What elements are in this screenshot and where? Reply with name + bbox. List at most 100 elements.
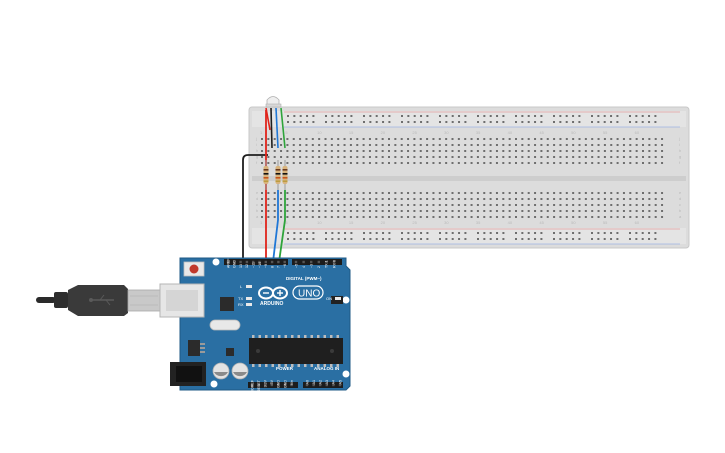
rail-hole [496,121,499,123]
header-pin[interactable] [264,260,267,264]
wire-blue[interactable] [272,190,279,263]
breadboard-hole [305,144,308,146]
resistors[interactable] [263,160,288,190]
chip-pin [252,364,255,367]
breadboard-hole [629,144,632,146]
header-pin[interactable] [312,383,315,387]
breadboard-hole [635,198,638,200]
rail-hole [363,115,365,117]
header-pin[interactable] [245,260,249,264]
breadboard-hole [635,210,638,212]
breadboard-hole [457,210,460,212]
breadboard-hole [502,144,505,146]
header-pin[interactable] [310,260,313,264]
rail-hole [483,238,486,240]
wire-black-gnd[interactable] [242,154,268,262]
breadboard-hole [610,204,613,206]
header-pin[interactable] [294,260,298,264]
arduino-uno-board[interactable]: L TX RX ON ARDUINO UNO DIGITAL (PWM~) PO… [159,257,351,392]
rail-hole [344,121,347,123]
breadboard-hole [356,138,359,140]
pin-label: ~10 [258,262,262,268]
header-pin[interactable] [257,383,260,387]
breadboard-hole [381,150,384,152]
header-pin[interactable] [325,383,328,387]
breadboard-hole [476,210,479,212]
breadboard-hole [565,156,568,158]
breadboard-hole [642,150,644,152]
breadboard-hole [572,150,575,152]
breadboard-hole [280,156,283,158]
header-pin[interactable] [283,383,287,387]
breadboard-hole [381,216,384,218]
breadboard-hole [622,150,625,152]
breadboard-hole [375,162,378,164]
breadboard-hole [489,198,492,200]
header-pin[interactable] [283,260,286,264]
header-pin[interactable] [317,260,320,264]
breadboard[interactable]: 1155101015152020252530303535404045455050… [248,106,690,249]
resistor-2[interactable] [275,160,281,190]
breadboard-hole [546,192,549,194]
breadboard-hole [292,210,295,212]
wire-green[interactable] [278,190,286,263]
breadboard-hole [597,156,600,158]
pin-label: 13 [239,264,243,268]
digital-header[interactable] [224,259,342,265]
breadboard-hole [261,204,263,206]
header-pin[interactable] [325,260,328,264]
header-pin[interactable] [290,383,293,387]
usb-chip [220,297,234,311]
header-pin[interactable] [332,260,336,264]
breadboard-hole [362,210,365,212]
breadboard-hole [565,144,568,146]
header-pin[interactable] [319,383,322,387]
resistor-1[interactable] [263,160,269,190]
rail-hole [489,115,492,117]
chip-pin [304,335,307,338]
breadboard-hole [553,162,556,164]
pin-label: ~6 [283,264,287,268]
reset-button[interactable] [183,261,205,277]
header-pin[interactable] [302,260,305,264]
header-pin[interactable] [226,260,230,264]
header-pin[interactable] [252,260,255,264]
header-pin[interactable] [250,383,254,387]
header-pin[interactable] [305,383,309,387]
breadboard-hole [318,138,321,140]
power-header[interactable] [248,382,298,388]
header-pin[interactable] [338,383,342,387]
rail-hole [553,238,555,240]
breadboard-hole [318,150,321,152]
breadboard-hole [394,162,397,164]
resistor-3[interactable] [282,160,288,190]
breadboard-hole [261,210,263,212]
breadboard-hole [584,192,587,194]
header-pin[interactable] [258,260,261,264]
header-pin[interactable] [270,260,274,264]
header-pin[interactable] [239,260,242,264]
header-pin[interactable] [270,383,273,387]
breadboard-hole [407,138,410,140]
breadboard-hole [483,210,486,212]
breadboard-hole [534,198,537,200]
rail-hole [413,232,416,234]
analog-header[interactable] [303,382,343,388]
breadboard-hole [559,216,562,218]
usb-cable[interactable] [36,285,161,316]
header-pin[interactable] [277,383,280,387]
rail-hole [401,232,403,234]
breadboard-hole [432,204,435,206]
header-pin[interactable] [233,260,236,264]
header-pin[interactable] [332,383,335,387]
header-pin[interactable] [264,383,267,387]
breadboard-hole [635,138,638,140]
breadboard-hole [356,204,359,206]
rgb-led[interactable] [265,96,282,108]
breadboard-hole [451,198,454,200]
header-pin[interactable] [277,260,280,264]
breadboard-hole [546,150,549,152]
breadboard-hole [470,198,473,200]
breadboard-hole [368,198,371,200]
